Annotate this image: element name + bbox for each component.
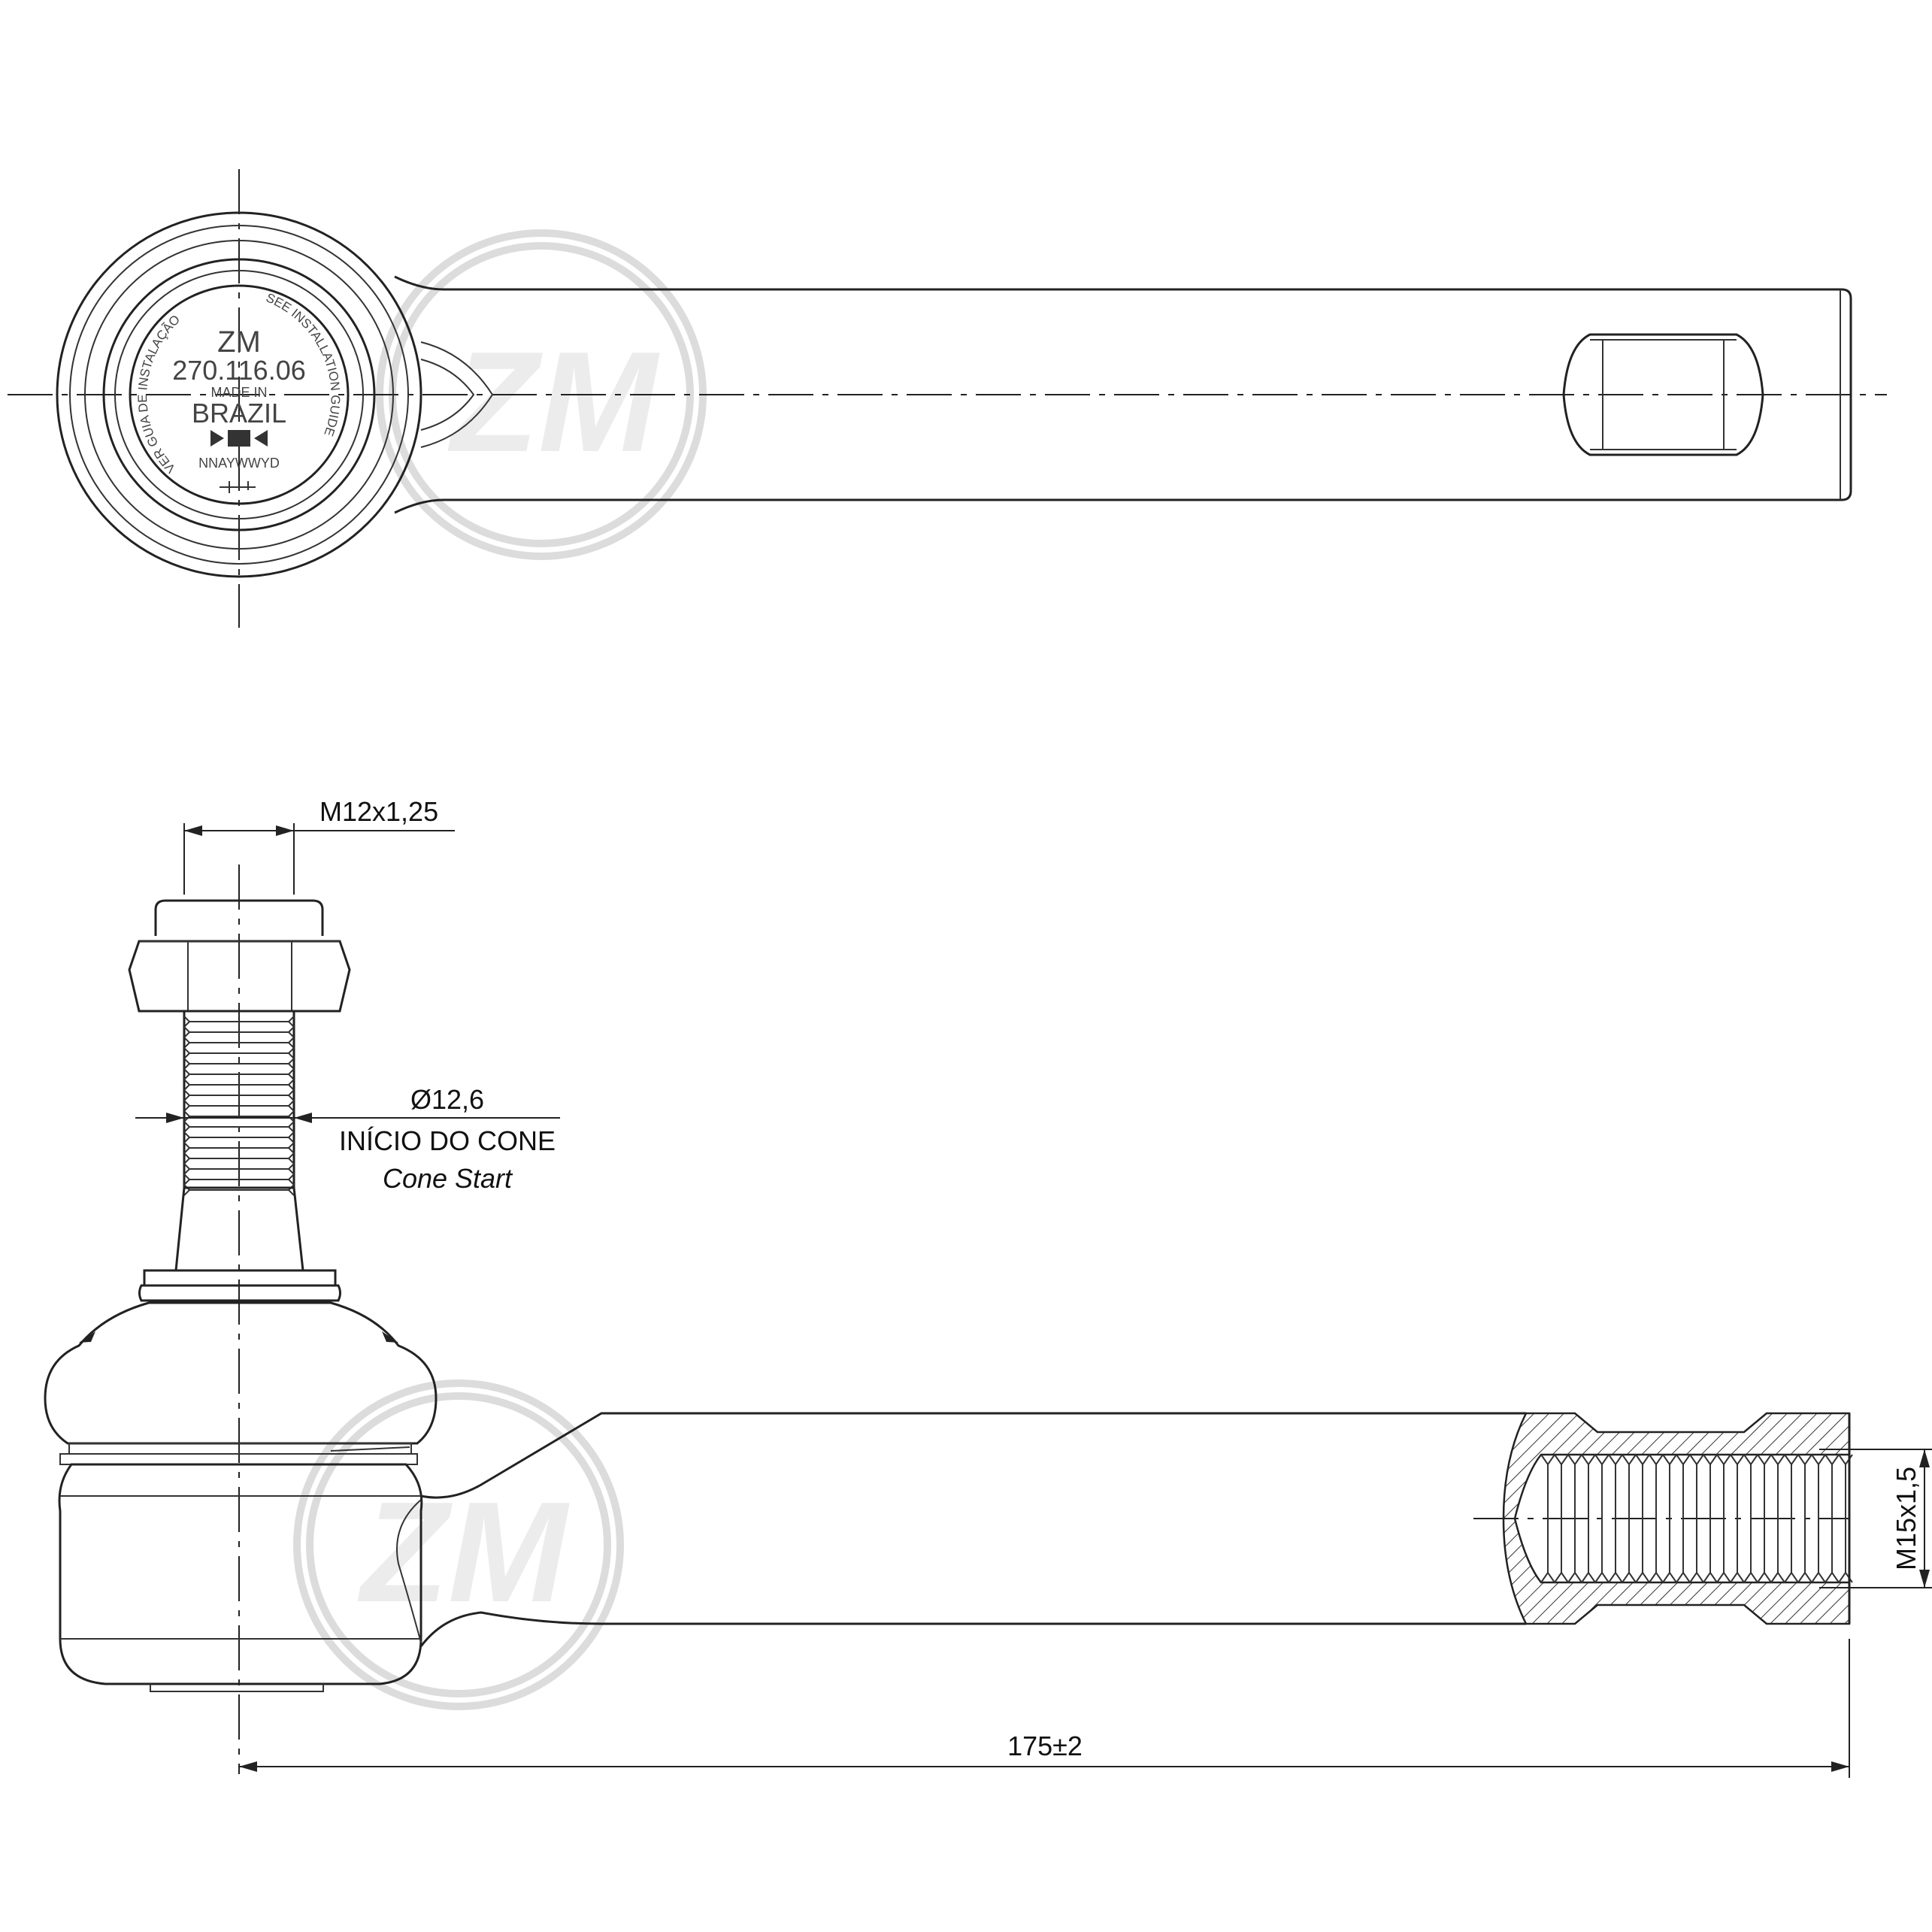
dim-total-length: 175±2 — [1007, 1731, 1083, 1761]
inner-thread-tooth — [1662, 1454, 1677, 1583]
dim-cone-diameter: Ø12,6 — [410, 1084, 484, 1115]
inner-thread-tooth — [1649, 1454, 1664, 1583]
dim-inner-thread: M15x1,5 — [1891, 1467, 1921, 1570]
stud-thread-crest — [183, 1089, 295, 1101]
dim-cone-label-en: Cone Start — [383, 1163, 513, 1194]
top-view: ZM 270.116.06 MADE IN BRAZIL NNAYWWYD VE… — [8, 169, 1887, 628]
stud-thread-crest — [183, 1131, 295, 1143]
housing-ring-2 — [84, 240, 394, 550]
threaded-stud — [183, 1010, 295, 1196]
stud-thread-crest — [183, 1152, 295, 1164]
boot-band-1 — [68, 1443, 412, 1455]
stamp-face-circle — [129, 284, 350, 505]
inner-thread-tooth — [1689, 1454, 1704, 1583]
inner-thread-tooth — [1824, 1454, 1840, 1583]
stud-thread-crest — [183, 1173, 295, 1186]
stud-thread-crest — [183, 1047, 295, 1059]
housing-outer-circle — [56, 211, 422, 578]
inner-thread-tooth — [1703, 1454, 1718, 1583]
boot-circle — [102, 258, 376, 531]
stud-thread-crest — [183, 1121, 295, 1133]
watermark-bottom: ZM — [293, 1379, 624, 1710]
inner-thread-tooth — [1567, 1454, 1582, 1583]
inner-thread-tooth — [1811, 1454, 1826, 1583]
watermark-top: ZM — [376, 229, 707, 560]
housing-ring-1 — [69, 225, 409, 565]
watermark-logo-bottom: ZM — [357, 1473, 570, 1632]
stud-thread-crest — [183, 1142, 295, 1154]
dim-stud-thread: M12x1,25 — [319, 796, 438, 827]
stamp-symbol-icon — [210, 430, 268, 447]
stamp-ring — [114, 270, 364, 519]
stud-thread-crest — [183, 1037, 295, 1049]
neck-rib-inner — [420, 359, 475, 431]
stud-thread-crest — [183, 1016, 295, 1028]
castle-nut — [128, 899, 351, 1013]
side-view — [44, 865, 1853, 1774]
inner-thread-tooth — [1540, 1454, 1555, 1583]
inner-thread-tooth — [1730, 1454, 1745, 1583]
housing-bottom-plug — [150, 1684, 324, 1692]
stud-thread-crest — [183, 1110, 295, 1122]
stamp-brand: ZM — [217, 326, 261, 359]
inner-thread-tooth — [1676, 1454, 1691, 1583]
threaded-end-section — [1502, 1412, 1853, 1625]
inner-thread-tooth — [1594, 1454, 1609, 1583]
stamp-date-code: NNAYWWYD — [198, 456, 280, 471]
stud-thread-crest — [183, 1079, 295, 1091]
wrench-flat — [1562, 333, 1764, 456]
inner-thread-tooth — [1608, 1454, 1623, 1583]
inner-thread-tooth — [1554, 1454, 1569, 1583]
inner-thread-tooth — [1784, 1454, 1799, 1583]
watermark-logo-top: ZM — [447, 323, 660, 482]
inner-thread-tooth — [1743, 1454, 1758, 1583]
ball-housing — [58, 1463, 423, 1685]
inner-thread-tooth — [1635, 1454, 1650, 1583]
inner-thread-tooth — [1622, 1454, 1637, 1583]
stamp-clock-icon — [220, 481, 256, 493]
stamp-part-number: 270.116.06 — [172, 355, 306, 386]
inner-thread-tooth — [1716, 1454, 1731, 1583]
inner-thread-tooth — [1581, 1454, 1596, 1583]
dimensions: M12x1,25 Ø12,6 INÍCIO DO CONE Cone Start… — [135, 796, 1932, 1778]
stud-thread-crest — [183, 1026, 295, 1038]
stamp-country: BRAZIL — [192, 398, 286, 428]
arm-top-edge — [420, 1412, 1526, 1499]
arm-bottom-edge — [419, 1611, 1526, 1647]
boot-retaining-ring — [138, 1284, 341, 1302]
stud-thread-crest — [183, 1058, 295, 1070]
stud-thread-crest — [183, 1184, 295, 1196]
inner-thread-tooth — [1770, 1454, 1785, 1583]
arm-neck-contour — [396, 1499, 422, 1643]
inner-thread-tooth — [1757, 1454, 1772, 1583]
dim-cone-label-pt: INÍCIO DO CONE — [339, 1125, 556, 1156]
stud-thread-crest — [183, 1100, 295, 1112]
stud-thread-crest — [183, 1163, 295, 1175]
inner-thread-tooth — [1797, 1454, 1812, 1583]
tie-rod-arm — [394, 275, 1852, 514]
stud-thread-crest — [183, 1068, 295, 1080]
stamp-made-in: MADE IN — [210, 385, 267, 400]
neck-rib-outer — [420, 341, 494, 448]
